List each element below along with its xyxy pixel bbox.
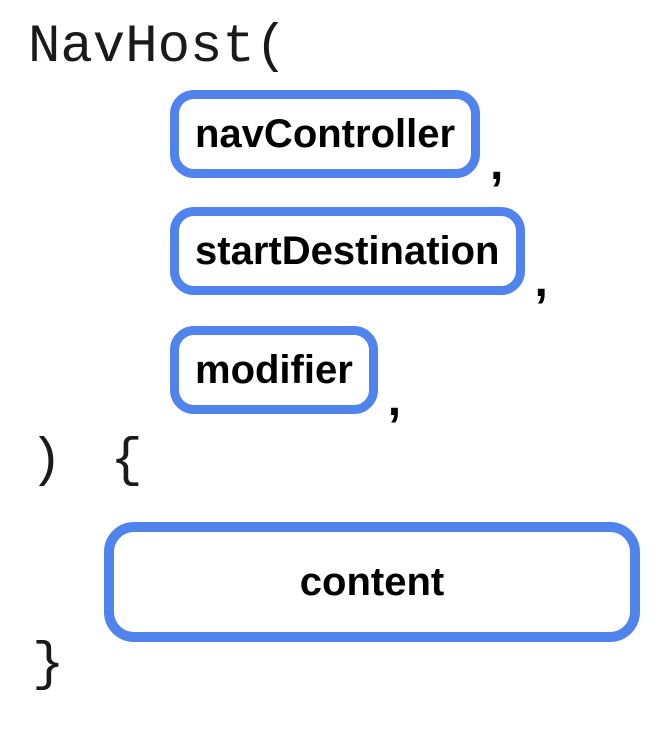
param-row-navcontroller: navController ,	[170, 90, 503, 188]
comma-separator: ,	[387, 373, 402, 426]
content-slot-row: content	[104, 522, 640, 642]
param-row-startdestination: startDestination ,	[170, 207, 548, 305]
close-brace-text: }	[32, 635, 65, 696]
function-body-open-line: ) {	[30, 434, 143, 490]
param-row-modifier: modifier ,	[170, 326, 401, 424]
navhost-function-open-text: NavHost(	[28, 17, 288, 78]
comma-separator: ,	[534, 254, 548, 307]
content-slot-label: content	[299, 559, 445, 604]
param-label-navcontroller: navController	[195, 111, 456, 156]
comma-separator: ,	[490, 137, 504, 190]
param-badge-modifier: modifier	[170, 326, 378, 414]
open-brace-text: {	[110, 431, 143, 492]
param-label-modifier: modifier	[195, 347, 353, 392]
close-paren-text: )	[30, 431, 63, 492]
param-badge-startdestination: startDestination	[170, 207, 525, 295]
param-label-startdestination: startDestination	[195, 228, 500, 273]
content-slot-badge: content	[104, 522, 640, 642]
param-badge-navcontroller: navController	[170, 90, 481, 178]
